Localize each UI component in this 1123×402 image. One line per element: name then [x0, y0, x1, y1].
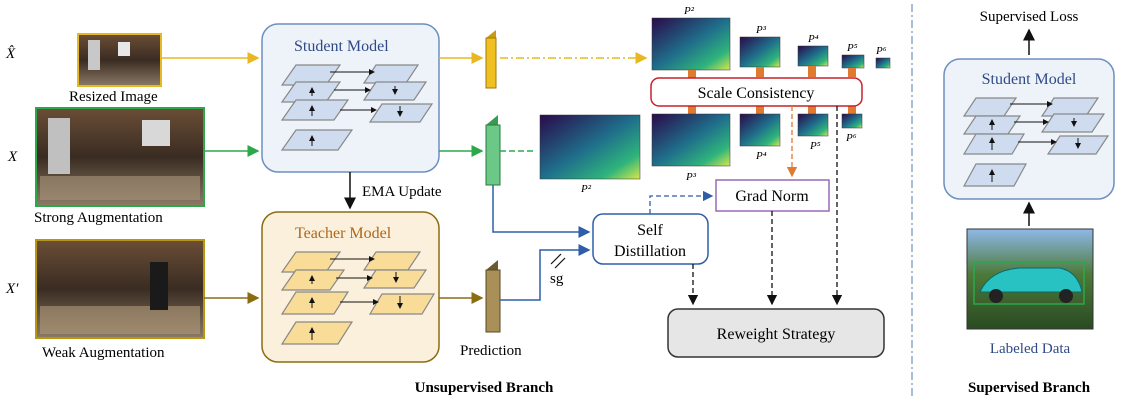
scale-consistency-box	[650, 77, 863, 107]
scale-consistency-label: Scale Consistency	[698, 85, 815, 102]
self-distillation-line1: Self	[637, 222, 663, 239]
x-label: X	[7, 149, 18, 165]
unsupervised-branch-label: Unsupervised Branch	[415, 380, 554, 396]
teacher-model	[261, 211, 440, 363]
supervised-loss-label: Supervised Loss	[980, 9, 1079, 25]
supervised-branch-label: Supervised Branch	[968, 380, 1091, 396]
p2-map-label: P²	[580, 183, 592, 195]
x-prime-label: X′	[5, 281, 19, 297]
student-model	[261, 23, 440, 173]
labeled-data-caption: Labeled Data	[990, 341, 1071, 357]
labeled-data-image	[966, 228, 1094, 330]
top-p3-label: P³	[755, 24, 767, 36]
bottom-p6-label: P⁶	[845, 132, 857, 144]
x-hat-label: X̂	[5, 46, 16, 62]
sg-label: sg	[550, 271, 564, 287]
reweight-strategy-label: Reweight Strategy	[717, 326, 836, 343]
green-prediction-block	[485, 115, 501, 186]
supervised-student-model	[943, 58, 1115, 200]
bottom-p5-label: P⁵	[809, 140, 821, 152]
top-p4-label: P⁴	[807, 33, 819, 45]
resized-image	[77, 33, 162, 87]
student-model-title: Student Model	[294, 38, 389, 55]
resized-image-caption: Resized Image	[69, 89, 158, 105]
p2-feature-map	[539, 114, 641, 180]
olive-to-distill-arrow	[500, 244, 591, 301]
top-p2-label: P²	[683, 5, 695, 17]
supervised-student-title: Student Model	[982, 71, 1077, 88]
bottom-p4-label: P⁴	[755, 150, 767, 162]
reweight-strategy-box	[667, 308, 885, 358]
olive-prediction-block	[485, 260, 501, 333]
teacher-model-title: Teacher Model	[295, 225, 392, 242]
strong-augmentation-image	[35, 107, 205, 207]
distill-to-gradnorm-arrow	[649, 190, 714, 214]
bottom-feature-maps	[651, 113, 863, 167]
yellow-prediction-block	[485, 30, 497, 89]
prediction-label: Prediction	[460, 343, 522, 359]
sg-tick-1	[550, 253, 562, 265]
weak-augmentation-caption: Weak Augmentation	[42, 345, 165, 361]
top-p6-label: P⁶	[875, 45, 887, 57]
green-to-distill-arrow	[492, 185, 591, 238]
top-p5-label: P⁵	[846, 42, 858, 54]
grad-norm-box	[715, 179, 830, 212]
sg-tick-2	[554, 257, 566, 269]
grad-norm-label: Grad Norm	[735, 188, 809, 205]
strong-augmentation-caption: Strong Augmentation	[34, 210, 163, 226]
ema-update-label: EMA Update	[362, 184, 442, 200]
orange-connectors	[688, 66, 856, 114]
bottom-p3-label: P³	[685, 171, 697, 183]
self-distillation-line2: Distillation	[614, 243, 686, 260]
weak-augmentation-image	[35, 239, 205, 339]
